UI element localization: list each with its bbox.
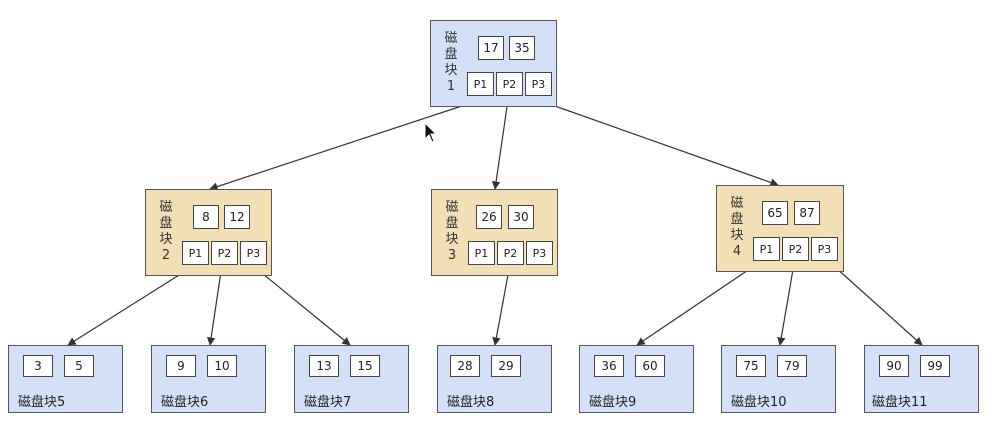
internal-block-label: 磁盘块2 [159, 200, 173, 263]
leaf-disk-block-9: 36 60 磁盘块9 [579, 345, 694, 413]
internal-key: 30 [508, 205, 534, 229]
root-pointer-p3: P3 [525, 72, 552, 96]
internal-pointer-p2: P2 [211, 241, 238, 265]
leaf-key: 10 [207, 355, 237, 377]
internal-key: 12 [224, 205, 250, 229]
leaf-key: 60 [635, 355, 665, 377]
leaf-key: 29 [491, 355, 521, 377]
internal-pointer-p3: P3 [526, 241, 553, 265]
leaf-block-label: 磁盘块7 [304, 395, 352, 410]
leaf-block-label: 磁盘块11 [872, 395, 928, 410]
leaf-key: 90 [879, 355, 909, 377]
leaf-disk-block-11: 90 99 磁盘块11 [864, 345, 979, 413]
internal-pointer-p2: P2 [782, 237, 809, 261]
leaf-block-label: 磁盘块5 [18, 395, 66, 410]
internal-pointer-p1: P1 [182, 241, 209, 265]
internal-disk-block-2: 磁盘块2 8 12 P1 P2 P3 [145, 189, 272, 276]
root-block-label: 磁盘块1 [444, 31, 458, 94]
internal-key: 8 [193, 205, 219, 229]
internal-pointer-p1: P1 [468, 241, 495, 265]
edge-block2-p1-to-block5 [67, 264, 196, 346]
internal-disk-block-3: 磁盘块3 26 30 P1 P2 P3 [431, 189, 558, 276]
internal-key: 26 [476, 205, 502, 229]
leaf-key: 13 [309, 355, 339, 377]
mouse-cursor-icon [424, 122, 438, 143]
leaf-key: 79 [777, 355, 807, 377]
leaf-key: 28 [450, 355, 480, 377]
internal-disk-block-4: 磁盘块4 65 87 P1 P2 P3 [716, 185, 844, 272]
edge-root-p3-to-block4 [537, 99, 779, 187]
edge-block2-p2-to-block6 [206, 264, 223, 346]
internal-pointer-p1: P1 [753, 237, 780, 261]
edge-block4-p3-to-block11 [824, 257, 923, 346]
internal-pointer-p3: P3 [811, 237, 838, 261]
internal-key: 87 [794, 201, 820, 225]
leaf-key: 3 [23, 355, 53, 377]
edge-block3-p2-to-block8 [492, 263, 511, 346]
root-disk-block: 磁盘块1 17 35 P1 P2 P3 [430, 20, 557, 107]
leaf-key: 5 [64, 355, 94, 377]
leaf-block-label: 磁盘块6 [161, 395, 209, 410]
internal-block-label: 磁盘块4 [730, 196, 744, 259]
leaf-key: 99 [920, 355, 950, 377]
internal-pointer-p3: P3 [240, 241, 267, 265]
leaf-key: 36 [594, 355, 624, 377]
root-pointer-p2: P2 [496, 72, 523, 96]
internal-pointer-p2: P2 [497, 241, 524, 265]
leaf-block-label: 磁盘块10 [731, 395, 787, 410]
edge-root-p2-to-block3 [491, 99, 509, 190]
leaf-key: 9 [166, 355, 196, 377]
root-pointer-p1: P1 [467, 72, 494, 96]
internal-key: 65 [762, 201, 788, 225]
leaf-disk-block-7: 13 15 磁盘块7 [294, 345, 409, 413]
edge-block2-p3-to-block7 [251, 264, 351, 346]
root-key-2: 35 [509, 36, 535, 60]
root-key-1: 17 [478, 36, 504, 60]
edge-root-p1-to-block2 [209, 99, 481, 191]
leaf-disk-block-8: 28 29 磁盘块8 [437, 345, 552, 413]
internal-block-label: 磁盘块3 [445, 200, 459, 263]
edge-block4-p1-to-block9 [636, 257, 767, 346]
leaf-disk-block-5: 3 5 磁盘块5 [8, 345, 123, 413]
leaf-key: 15 [350, 355, 380, 377]
leaf-disk-block-10: 75 79 磁盘块10 [721, 345, 836, 413]
leaf-block-label: 磁盘块8 [447, 395, 495, 410]
edge-block4-p2-to-block10 [777, 257, 796, 346]
leaf-disk-block-6: 9 10 磁盘块6 [151, 345, 266, 413]
leaf-key: 75 [736, 355, 766, 377]
leaf-block-label: 磁盘块9 [589, 395, 637, 410]
